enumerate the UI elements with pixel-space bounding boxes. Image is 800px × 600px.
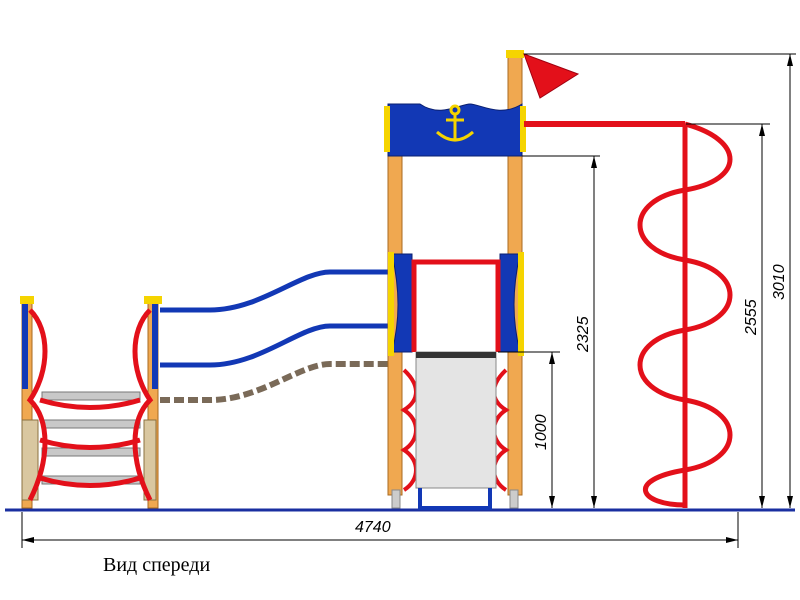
dim-spiral-height: 2555 — [743, 299, 760, 336]
bridge-rails — [160, 269, 392, 403]
dimension-arrows — [22, 54, 793, 543]
dimension-lines — [21, 53, 796, 548]
left-ladder-tower — [20, 296, 162, 509]
dim-roof-height: 2325 — [575, 316, 592, 353]
dim-slide-platform-height: 1000 — [533, 414, 550, 450]
slide-chute — [415, 351, 497, 489]
anchor-icon — [436, 104, 474, 142]
view-caption: Вид спереди — [103, 554, 211, 576]
flag-icon — [523, 53, 580, 99]
dim-total-width: 4740 — [355, 519, 391, 536]
dim-flag-height: 3010 — [771, 264, 788, 300]
spiral-pole — [524, 121, 733, 508]
main-tower — [384, 50, 526, 510]
